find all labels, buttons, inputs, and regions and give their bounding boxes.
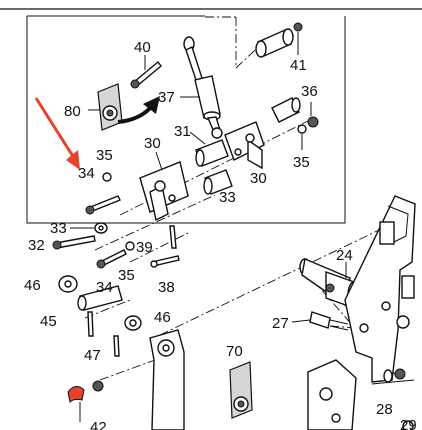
part-31-rod [189,131,233,195]
part-34-bolt-lower [96,241,135,269]
part-labels: 40 41 80 37 36 31 35 30 34 35 30 33 33 3… [24,39,417,430]
part-30-bracket-upper [224,121,265,170]
label-37: 37 [158,89,175,106]
part-46-washer-right [124,315,142,331]
part-80-decal [88,83,123,131]
label-35-top: 35 [96,147,113,164]
label-24: 24 [336,247,353,264]
label-70: 70 [226,343,243,360]
label-30-right: 30 [250,170,267,187]
part-37-cylinder [180,36,223,139]
part-39-pin [169,225,177,249]
label-38: 38 [158,279,175,296]
label-36: 36 [301,83,318,100]
label-39: 39 [136,239,153,256]
label-47: 47 [84,347,101,364]
part-29-nut [394,368,414,430]
part-36-nut [271,97,319,150]
part-41-bushing [255,22,303,58]
label-33-inset: 33 [219,189,236,206]
part-28-washer [383,369,393,383]
part-38-pin [150,255,180,268]
detail-frame [26,16,346,224]
label-40: 40 [134,39,151,56]
part-47-cotter-pins [87,311,120,357]
part-46-washer-left [58,275,78,293]
label-28: 28 [376,401,393,418]
label-46-left: 46 [24,277,41,294]
label-32: 32 [28,237,45,254]
label-31: 31 [174,123,191,140]
label-34-lower: 34 [96,279,113,296]
label-30-left: 30 [144,135,161,152]
label-33-outer: 33 [50,220,67,237]
label-35-lower: 35 [118,267,135,284]
label-41: 41 [290,57,307,74]
label-29: 29 [400,417,417,430]
long-arm [149,329,185,430]
part-70-decal [229,361,253,419]
part-45-pin [77,285,123,311]
label-27: 27 [272,315,289,332]
part-40-bolt [130,55,162,89]
curved-arrow [117,96,160,124]
label-80: 80 [64,103,81,120]
label-42: 42 [90,419,107,430]
label-46-right: 46 [154,309,171,326]
part-30-bracket-lower [139,151,189,222]
label-34-top: 34 [78,165,95,182]
part-32-bolt [52,235,96,250]
part-27-fitting [291,311,349,331]
part-42-clip-highlighted [67,380,104,422]
part-34-bolt-inset [85,172,121,215]
part-33-washer [70,222,108,234]
machine-frame [307,195,416,430]
label-35-right: 35 [293,154,310,171]
red-pointer-arrow [34,97,80,170]
label-45: 45 [40,313,57,330]
